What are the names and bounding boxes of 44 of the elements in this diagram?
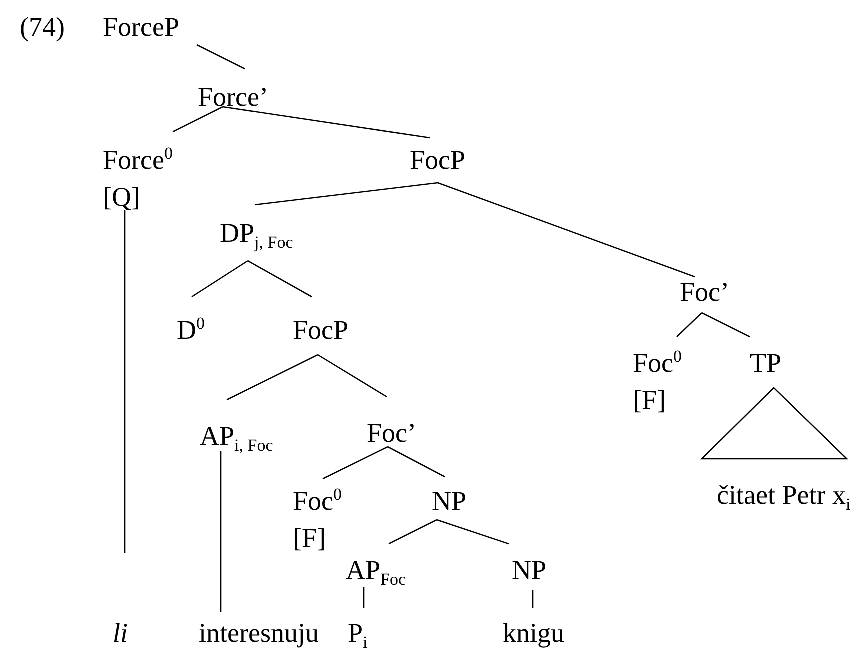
triangle-branch: [700, 387, 849, 460]
tree-branch: [363, 587, 365, 608]
category-label: li: [113, 618, 128, 648]
category-label: ForceP: [103, 12, 180, 42]
tree-branch: [322, 446, 388, 480]
category-label: NP: [512, 555, 547, 585]
tree-branch: [172, 106, 224, 133]
tree-branch: [532, 590, 534, 608]
tree-branch: [436, 519, 510, 545]
category-label: AP$_{Foc}$: [346, 555, 406, 585]
tree-branch: [248, 260, 312, 298]
category-label: Foc$^{0}$: [293, 486, 342, 516]
category-label: FocP: [410, 145, 466, 175]
category-label: Foc’: [367, 418, 416, 448]
tree-branch: [388, 446, 446, 478]
tree-branch: [192, 260, 248, 298]
category-label: Force$^{0}$: [103, 145, 173, 175]
feature-label: [Q]: [103, 182, 140, 212]
feature-label: [F]: [633, 385, 666, 415]
tree-branch: [676, 312, 702, 338]
category-label: Foc$^{0}$: [633, 348, 682, 378]
category-label: NP: [432, 486, 467, 516]
example-number: (74): [20, 12, 65, 42]
category-label: AP$_{i, Foc}$: [200, 421, 274, 451]
category-label: Foc’: [680, 277, 730, 307]
category-label: čitaet Petr x$_{i}$: [717, 480, 851, 510]
feature-label: [F]: [293, 523, 326, 553]
tree-branch: [124, 210, 126, 553]
category-label: P$_{i}$: [348, 618, 368, 648]
tree-branch: [226, 354, 318, 401]
tree-branch: [222, 106, 430, 139]
tree-branch: [254, 182, 438, 206]
tree-branch: [196, 44, 246, 70]
category-label: Force’: [198, 82, 268, 112]
category-label: knigu: [503, 618, 565, 648]
tree-branch: [220, 451, 222, 612]
category-label: TP: [750, 348, 782, 378]
category-label: FocP: [293, 315, 349, 345]
tree-branch: [318, 354, 388, 398]
tree-branch: [438, 182, 696, 278]
tree-branch: [388, 519, 438, 545]
tree-branch: [702, 312, 750, 338]
category-label: D$^{0}$: [177, 315, 205, 345]
category-label: interesnuju: [199, 618, 319, 648]
